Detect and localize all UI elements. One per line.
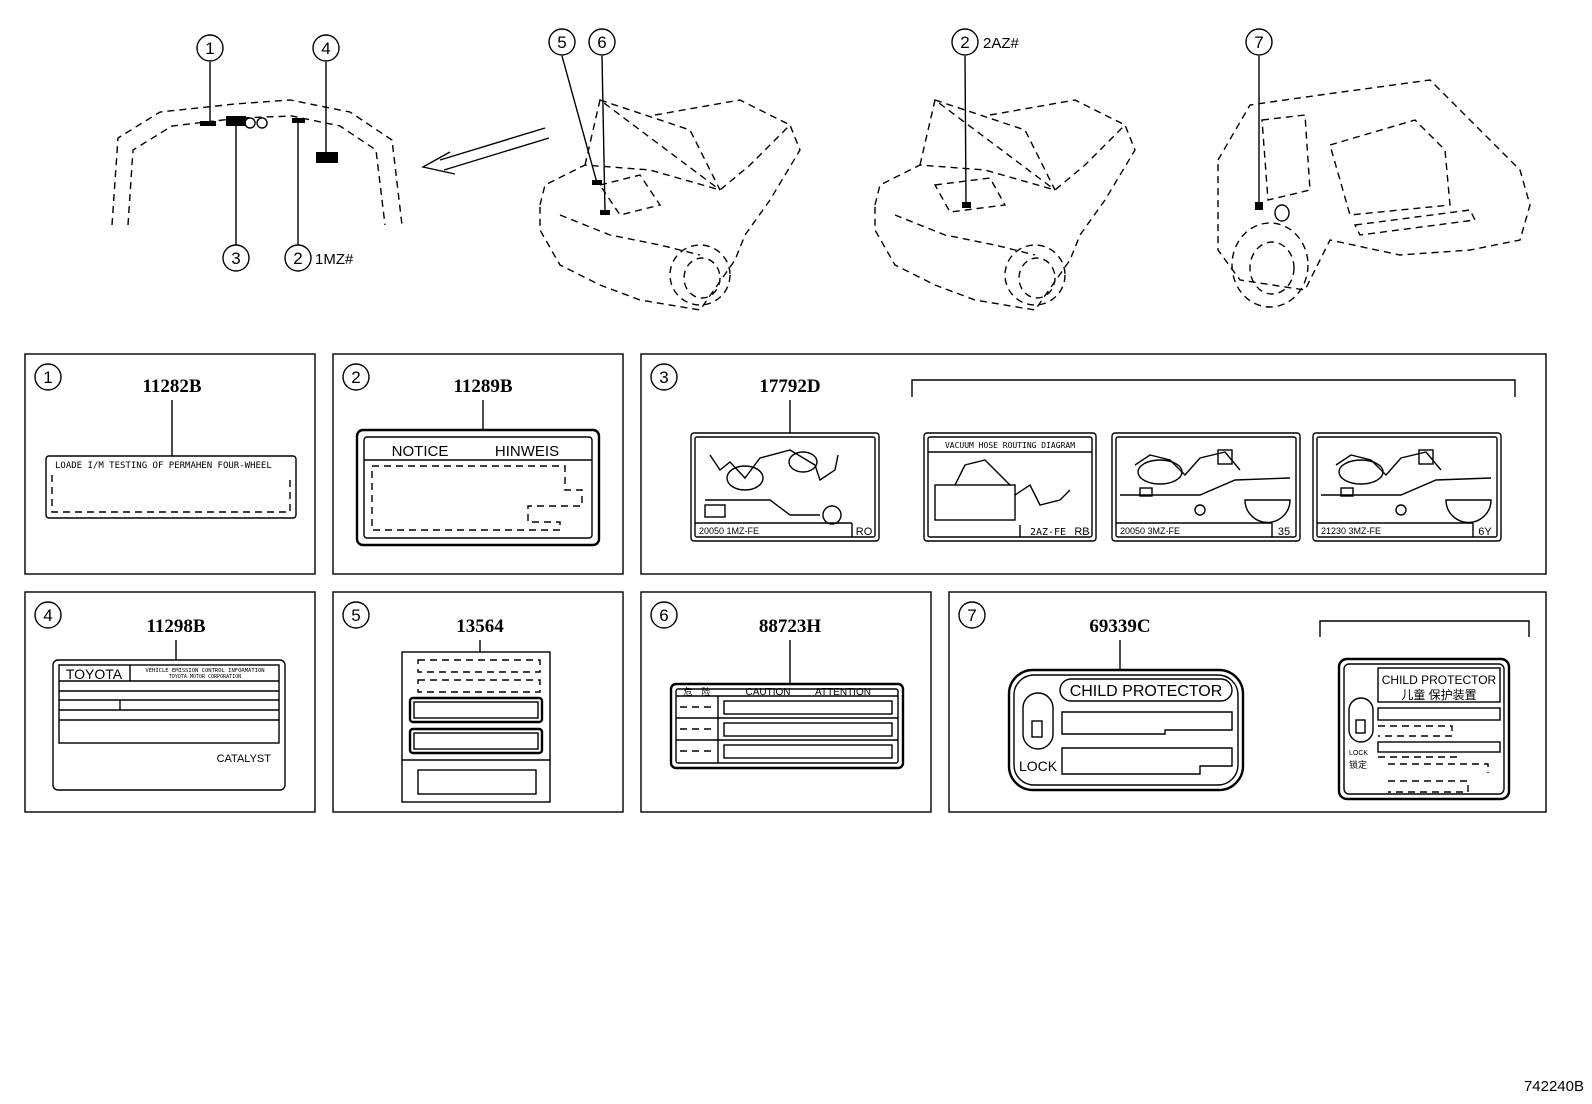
callout-circle xyxy=(196,34,224,62)
callout-2b: 2 xyxy=(960,33,969,52)
panel-3: 3 17792D 20050 1MZ-FE RO VACUUM HOSE ROU… xyxy=(640,353,1547,575)
vacuum-label-3mz-6y: 21230 3MZ-FE 6Y xyxy=(1312,432,1502,542)
panel-2-part-number: 11289B xyxy=(453,376,512,397)
label-7b-title: CHILD PROTECTOR xyxy=(1382,673,1497,687)
label-2-hinweis: HINWEIS xyxy=(495,443,559,460)
label-4-brand: TOYOTA xyxy=(66,666,123,682)
car-front-view-1: 5 6 xyxy=(539,28,801,311)
panel-7-number: 7 xyxy=(967,606,976,625)
panel-6-part-number: 88723H xyxy=(759,616,822,637)
car-front-view-2: 2 2AZ# xyxy=(874,28,1136,311)
label-3a-code: 20050 1MZ-FE xyxy=(699,526,759,536)
callout-2b-engine: 2AZ# xyxy=(983,35,1020,52)
panel-7-part-number: 69339C xyxy=(1089,616,1150,637)
callout-2-engine: 1MZ# xyxy=(315,251,354,268)
panel-2: 2 11289B NOTICE HINWEIS xyxy=(332,353,624,575)
panel-6: 6 88723H 危 险 CAUTION ATTENTION xyxy=(640,591,932,813)
vacuum-label-2az: VACUUM HOSE ROUTING DIAGRAM 2AZ-FE RB xyxy=(923,432,1097,542)
panel-5: 5 13564 xyxy=(332,591,624,813)
label-4-line2: TOYOTA MOTOR CORPORATION xyxy=(169,674,241,680)
car-rear-view: 7 xyxy=(1217,28,1531,308)
hood-underside-view: 1 4 3 2 1MZ# xyxy=(111,34,403,272)
label-1-text: LOADE I/M TESTING OF PERMAHEN FOUR-WHEEL xyxy=(55,461,272,471)
callout-3: 3 xyxy=(231,249,240,268)
label-6-char2: 险 xyxy=(701,686,710,697)
panel-4-number: 4 xyxy=(43,606,52,625)
callout-1: 1 xyxy=(205,39,214,58)
child-protector-label: CHILD PROTECTOR LOCK xyxy=(1007,668,1245,792)
panel-6-number: 6 xyxy=(659,606,668,625)
panel-5-part-number: 13564 xyxy=(456,616,504,637)
panel-4-part-number: 11298B xyxy=(146,616,205,637)
label-7a-title: CHILD PROTECTOR xyxy=(1070,683,1223,700)
label-3d-suffix: 6Y xyxy=(1478,526,1492,538)
label-4-line1: VEHICLE EMISSION CONTROL INFORMATION xyxy=(145,668,264,674)
label-3b-engine: 2AZ-FE xyxy=(1030,527,1066,538)
label-3b-title: VACUUM HOSE ROUTING DIAGRAM xyxy=(945,441,1075,450)
panel-3-part-number: 17792D xyxy=(759,376,820,397)
label-6-char1: 危 xyxy=(683,686,692,697)
callout-7: 7 xyxy=(1254,33,1263,52)
label-3b-suffix: RB xyxy=(1074,526,1089,538)
panel-2-number: 2 xyxy=(351,368,360,387)
direction-arrow xyxy=(421,127,550,175)
vacuum-label-3mz-35: 20050 3MZ-FE 35 xyxy=(1111,432,1301,542)
label-3a-suffix: RO xyxy=(856,526,873,538)
panel-7: 7 69339C CHILD PROTECTOR LOCK CHILD PROT… xyxy=(948,591,1547,813)
child-protector-label-cn: CHILD PROTECTOR 儿童 保护装置 LOCK 锁定 xyxy=(1337,657,1511,801)
label-7b-lock: LOCK xyxy=(1349,750,1368,757)
panel-3-number: 3 xyxy=(659,368,668,387)
callout-6: 6 xyxy=(597,33,606,52)
panel-1: 1 11282B LOADE I/M TESTING OF PERMAHEN F… xyxy=(24,353,316,575)
label-2-notice: NOTICE xyxy=(392,443,449,460)
label-3c-code: 20050 3MZ-FE xyxy=(1120,526,1180,536)
panel-4: 4 11298B TOYOTA VEHICLE EMISSION CONTROL… xyxy=(24,591,316,813)
callout-4: 4 xyxy=(321,39,330,58)
label-6-caution: CAUTION xyxy=(746,687,791,698)
callout-5: 5 xyxy=(557,33,566,52)
panel-1-part-number: 11282B xyxy=(142,376,201,397)
label-7a-lock: LOCK xyxy=(1019,758,1058,774)
diagram-code: 742240B xyxy=(1523,1078,1584,1095)
vacuum-label-1mz: 20050 1MZ-FE RO xyxy=(690,432,880,542)
label-4-catalyst: CATALYST xyxy=(217,753,272,765)
label-3c-suffix: 35 xyxy=(1278,526,1290,538)
panel-1-number: 1 xyxy=(43,368,52,387)
panel-5-number: 5 xyxy=(351,606,360,625)
label-3d-code: 21230 3MZ-FE xyxy=(1321,526,1381,536)
callout-2: 2 xyxy=(293,249,302,268)
label-7b-lock-cn: 锁定 xyxy=(1349,759,1367,770)
label-6-attention: ATTENTION xyxy=(815,687,871,698)
label-7b-title-cn: 儿童 保护装置 xyxy=(1401,687,1476,702)
